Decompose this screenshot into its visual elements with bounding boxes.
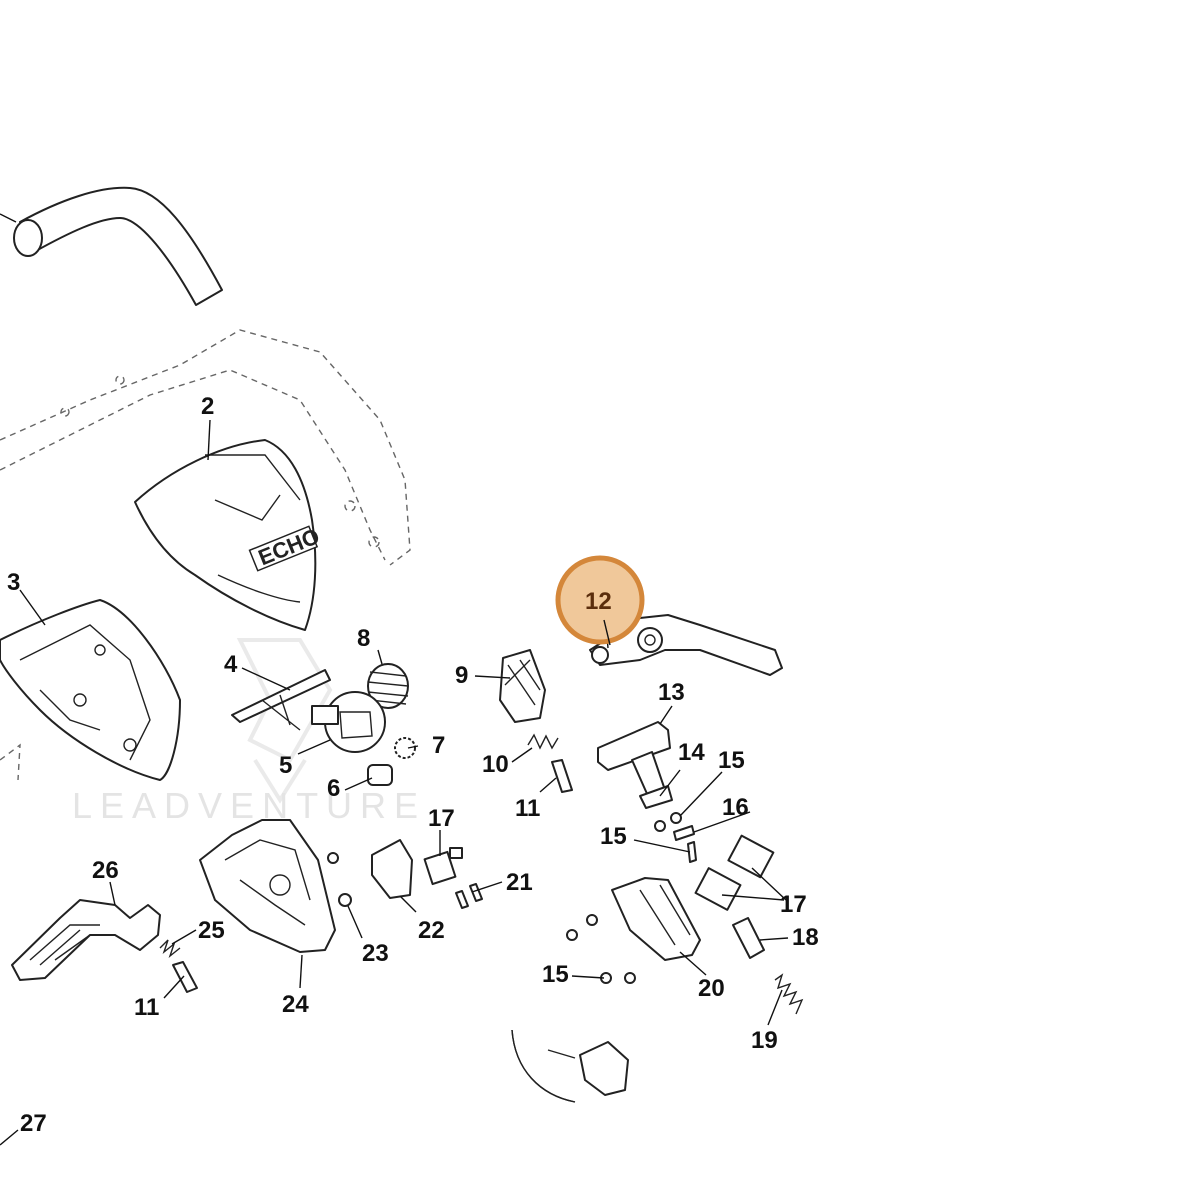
- callout-20[interactable]: 20: [698, 975, 725, 1002]
- part-5-rotor: [311, 691, 386, 753]
- callout-10[interactable]: 10: [482, 751, 509, 778]
- callout-22[interactable]: 22: [418, 917, 445, 944]
- part-22-block: [371, 839, 413, 899]
- callout-2[interactable]: 2: [201, 393, 214, 420]
- part-24-lower-housing: [199, 819, 336, 953]
- callout-24[interactable]: 24: [282, 991, 309, 1018]
- callout-11-lower[interactable]: 11: [134, 994, 159, 1021]
- part-26-trigger: [11, 899, 161, 981]
- part-13-knob: [597, 721, 671, 797]
- callout-8[interactable]: 8: [357, 625, 370, 652]
- part-4-plate: [231, 669, 331, 731]
- part-2-top-cover: ECHO: [134, 439, 323, 631]
- part-16-pin: [673, 825, 695, 841]
- highlight-leader: [603, 619, 611, 646]
- callout-3[interactable]: 3: [7, 569, 20, 596]
- cable-assembly: [511, 1029, 629, 1103]
- callout-15-upper[interactable]: 15: [718, 747, 745, 774]
- part-18-plunger: [732, 917, 765, 959]
- callout-5[interactable]: 5: [279, 752, 292, 779]
- callout-25[interactable]: 25: [198, 917, 225, 944]
- part-7-gear: [394, 737, 416, 759]
- part-6-latch: [367, 764, 393, 786]
- callout-23[interactable]: 23: [362, 940, 389, 967]
- callout-15-lower[interactable]: 15: [542, 961, 569, 988]
- callout-7[interactable]: 7: [432, 732, 445, 759]
- part-8-spring: [367, 663, 409, 709]
- leader-lines: [0, 419, 789, 1146]
- part-11-pin: [551, 759, 573, 793]
- housing-outline-dashed: [0, 329, 411, 781]
- callout-12[interactable]: 12: [585, 588, 612, 615]
- part-15-screws: [566, 812, 697, 984]
- callout-27[interactable]: 27: [20, 1110, 47, 1137]
- callout-19[interactable]: 19: [751, 1027, 778, 1054]
- callout-26[interactable]: 26: [92, 857, 119, 884]
- part-17-switch: [423, 834, 775, 911]
- part-21-pins: [455, 883, 483, 909]
- callout-13[interactable]: 13: [658, 679, 685, 706]
- callout-15-middle[interactable]: 15: [600, 823, 627, 850]
- part-19-spring: [774, 973, 804, 1015]
- part-11-pin-lower: [172, 961, 198, 993]
- part-12-throttle-lever: [589, 614, 783, 676]
- callout-17-left[interactable]: 17: [428, 805, 455, 832]
- callout-4[interactable]: 4: [224, 651, 238, 678]
- highlight-circle: [555, 555, 645, 645]
- part-3-rear-housing: [0, 599, 181, 781]
- part-10-spring: [527, 733, 559, 750]
- callout-18[interactable]: 18: [792, 924, 819, 951]
- part-23-screws: [327, 852, 352, 907]
- part-25-spring: [159, 939, 181, 959]
- callout-17-right[interactable]: 17: [780, 891, 807, 918]
- part-9-grip-insert: [499, 649, 546, 723]
- callout-6[interactable]: 6: [327, 775, 340, 802]
- callout-11[interactable]: 11: [515, 795, 540, 822]
- callout-9[interactable]: 9: [455, 662, 468, 689]
- part-20-bracket: [611, 877, 701, 961]
- handle-tube: [0, 186, 223, 306]
- callout-21[interactable]: 21: [506, 869, 533, 896]
- callout-16[interactable]: 16: [722, 794, 749, 821]
- watermark-text: LEADVENTURE: [72, 785, 426, 826]
- callout-14[interactable]: 14: [678, 739, 705, 766]
